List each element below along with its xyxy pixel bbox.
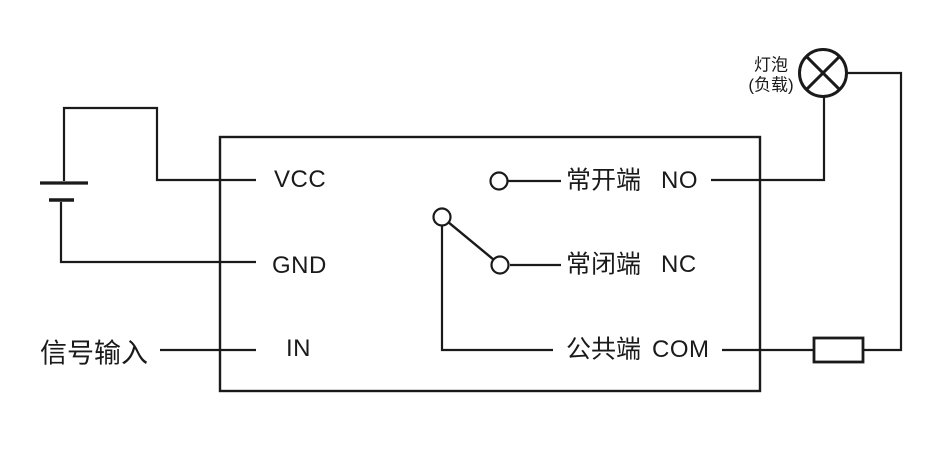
lamp-icon — [798, 48, 848, 98]
terminal-label-nc-zh: 常闭端 — [566, 250, 642, 279]
load-label-line2: (负载) — [748, 75, 794, 94]
terminal-label-no-zh: 常开端 — [566, 166, 642, 195]
wire-battery-positive-to-vcc — [62, 106, 256, 182]
load-label-line1: 灯泡 — [754, 55, 788, 75]
relay-module-box — [218, 135, 762, 393]
pin-label-gnd: GND — [272, 252, 327, 279]
signal-input-label: 信号输入 — [40, 338, 148, 369]
wire-resistor-to-lamp — [847, 71, 903, 352]
terminal-label-com: COM — [652, 336, 710, 363]
pin-label-vcc: VCC — [274, 166, 327, 193]
pin-label-in: IN — [286, 335, 311, 362]
nc-contact-icon — [490, 255, 510, 275]
armature-pivot-icon — [432, 207, 452, 227]
load-label: 灯泡 (负载) — [741, 55, 801, 94]
no-contact-icon — [489, 171, 509, 191]
wire-no-to-lamp — [711, 96, 826, 182]
terminal-label-nc: NC — [661, 251, 697, 278]
terminal-label-com-zh: 公共端 — [566, 335, 642, 364]
resistor-icon — [812, 336, 865, 364]
relay-armature — [447, 221, 494, 261]
terminal-label-no: NO — [661, 167, 698, 194]
wire-battery-negative-to-gnd — [59, 202, 256, 264]
wire-armature-to-com — [440, 225, 553, 352]
battery-icon — [40, 181, 88, 202]
